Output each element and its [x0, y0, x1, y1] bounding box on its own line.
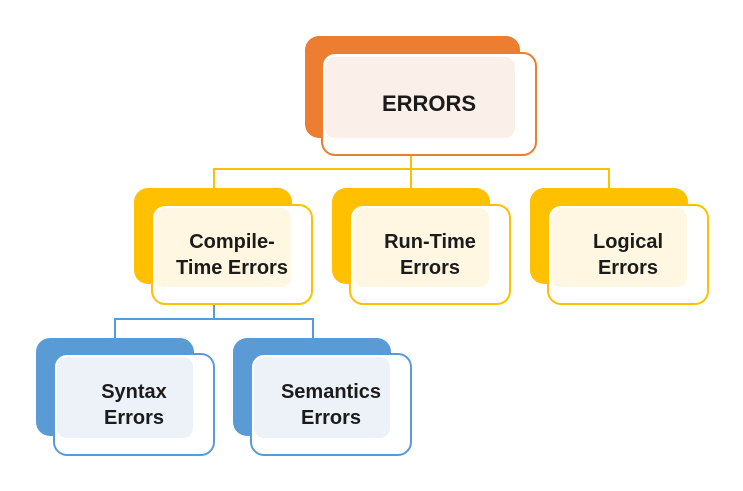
node-run-time-errors: Run-Time Errors: [332, 188, 512, 306]
connector-drop-syntax: [114, 318, 116, 339]
node-label: Semantics Errors: [280, 380, 382, 429]
connector-drop-run-time: [410, 168, 412, 189]
connector-root-stem: [410, 156, 412, 170]
node-run-time-tint-panel: [353, 208, 489, 287]
connector-drop-compile-time: [213, 168, 215, 189]
node-label: Compile- Time Errors: [176, 230, 288, 279]
node-logical-tint-panel: [551, 208, 687, 287]
node-semantics-errors: Semantics Errors: [233, 338, 413, 458]
node-label: Syntax Errors: [101, 380, 167, 429]
node-label: Run-Time Errors: [384, 230, 476, 279]
node-syntax-errors: Syntax Errors: [36, 338, 216, 458]
node-errors: ERRORS: [305, 36, 743, 192]
connector-compile-time-stem: [213, 304, 215, 320]
node-label: Logical Errors: [592, 230, 663, 279]
node-compile-time-tint-panel: [155, 208, 291, 287]
node-semantics-tint-panel: [254, 357, 390, 438]
node-logical-errors: Logical Errors: [530, 188, 710, 306]
connector-level3-rail: [114, 318, 314, 320]
node-syntax-tint-panel: [57, 357, 193, 438]
node-errors-tint-panel: [325, 57, 515, 138]
connector-drop-logical: [608, 168, 610, 189]
node-label: ERRORS: [381, 90, 477, 116]
connector-drop-semantics: [312, 318, 314, 339]
node-compile-time-errors: Compile- Time Errors: [134, 188, 314, 306]
